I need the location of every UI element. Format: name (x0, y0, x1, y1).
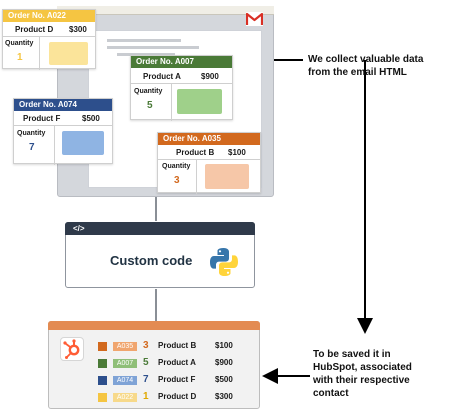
card-vdivider (39, 36, 40, 70)
email-text-line (107, 39, 181, 42)
annotation-line: We collect valuable data (308, 54, 424, 65)
annotation-collect: We collect valuable data from the email … (308, 53, 423, 79)
record-price: $300 (215, 392, 233, 401)
hubspot-logo-tile (60, 337, 84, 361)
annotation-line: contact (313, 388, 349, 399)
record-id: A035 (113, 342, 137, 351)
quantity-swatch (177, 89, 222, 114)
order-card-header: Order No. A022 (3, 10, 95, 22)
card-vdivider (196, 159, 197, 194)
hubspot-record-row: A022 1 Product D $300 (98, 391, 258, 405)
record-id: A007 (113, 359, 137, 368)
annotation-line: with their respective (313, 375, 410, 386)
order-card-header: Order No. A074 (14, 99, 112, 111)
order-product: Product B (176, 148, 215, 157)
card-divider (14, 125, 112, 126)
quantity-value: 1 (17, 52, 23, 63)
quantity-label: Quantity (134, 88, 163, 95)
order-product: Product A (143, 72, 181, 81)
order-price: $100 (228, 148, 246, 157)
record-color-swatch (98, 342, 107, 351)
card-vdivider (171, 83, 172, 121)
quantity-label: Quantity (162, 163, 191, 170)
annotation-save: To be saved it in HubSpot, associated wi… (313, 348, 412, 400)
quantity-label: Quantity (5, 40, 34, 47)
annotation-line: from the email HTML (308, 67, 407, 78)
record-product: Product A (158, 358, 196, 367)
annotation-line: To be saved it in (313, 349, 391, 360)
record-quantity: 7 (143, 374, 149, 385)
record-quantity: 3 (143, 340, 149, 351)
record-product: Product D (158, 392, 197, 401)
record-quantity: 1 (143, 391, 149, 402)
email-titlebar (57, 6, 274, 15)
quantity-value: 7 (29, 142, 35, 153)
order-price: $500 (82, 114, 100, 123)
hubspot-icon (63, 339, 80, 359)
gmail-icon (246, 12, 263, 26)
quantity-swatch (49, 42, 88, 65)
order-price: $300 (69, 25, 87, 34)
order-card-header: Order No. A007 (131, 56, 232, 68)
order-card-a035: Order No. A035 Product B $100 Quantity 3 (157, 132, 261, 194)
card-divider (3, 36, 95, 37)
quantity-swatch (205, 164, 249, 189)
quantity-swatch (62, 131, 104, 155)
order-card-a022: Order No. A022 Product D $300 Quantity 1 (2, 9, 96, 70)
order-card-a074: Order No. A074 Product F $500 Quantity 7 (13, 98, 113, 165)
record-color-swatch (98, 393, 107, 402)
quantity-value: 3 (174, 175, 180, 186)
annotation-line: HubSpot, associated (313, 362, 412, 373)
card-divider (158, 159, 260, 160)
card-divider (131, 83, 232, 84)
card-vdivider (54, 125, 55, 165)
record-price: $900 (215, 358, 233, 367)
record-color-swatch (98, 376, 107, 385)
quantity-value: 5 (147, 100, 153, 111)
email-text-line (117, 53, 175, 56)
hubspot-record-row: A007 5 Product A $900 (98, 357, 258, 371)
record-price: $500 (215, 375, 233, 384)
email-text-line (107, 46, 199, 49)
hubspot-titlebar (48, 321, 260, 330)
quantity-label: Quantity (17, 130, 46, 137)
custom-code-label: Custom code (110, 253, 193, 268)
record-id: A074 (113, 376, 137, 385)
hubspot-record-row: A074 7 Product F $500 (98, 374, 258, 388)
record-product: Product B (158, 341, 197, 350)
hubspot-record-row: A035 3 Product B $100 (98, 340, 258, 354)
order-card-a007: Order No. A007 Product A $900 Quantity 5 (130, 55, 233, 121)
order-card-header: Order No. A035 (158, 133, 260, 145)
python-icon (210, 248, 238, 276)
record-color-swatch (98, 359, 107, 368)
record-price: $100 (215, 341, 233, 350)
order-product: Product D (15, 25, 54, 34)
record-product: Product F (158, 375, 196, 384)
code-header: </> (65, 222, 255, 235)
order-price: $900 (201, 72, 219, 81)
record-quantity: 5 (143, 357, 149, 368)
record-id: A022 (113, 393, 137, 402)
order-product: Product F (23, 114, 61, 123)
